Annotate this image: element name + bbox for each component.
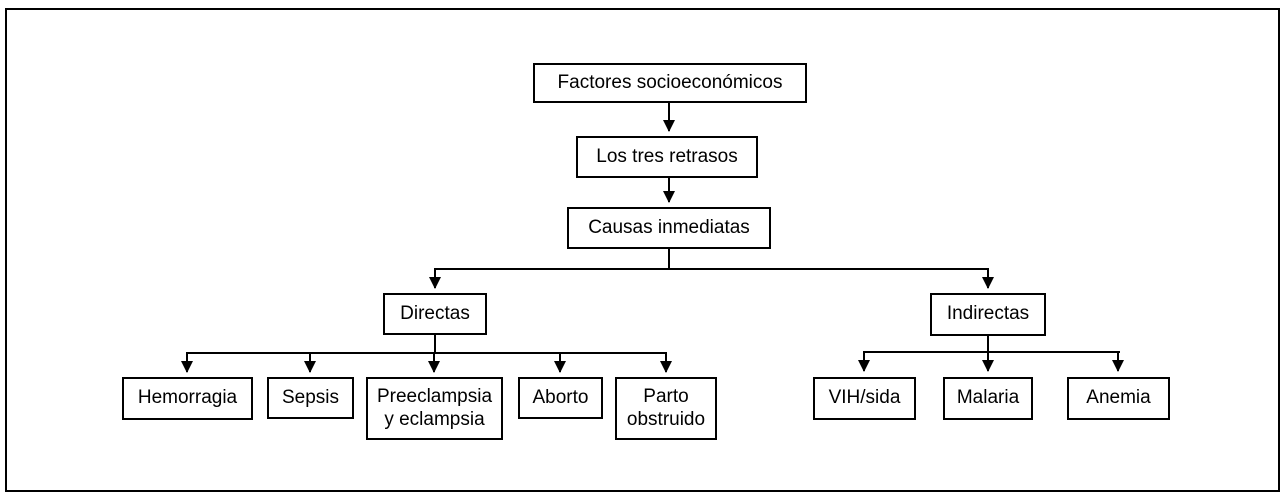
node-hemorragia: Hemorragia: [122, 377, 253, 420]
node-parto-obstruido: Parto obstruido: [615, 377, 717, 440]
node-causas-inmediatas: Causas inmediatas: [567, 207, 771, 249]
edge-directas-trunk: [186, 335, 667, 354]
node-anemia: Anemia: [1067, 377, 1170, 420]
node-preeclampsia-y-eclampsia: Preeclampsia y eclampsia: [366, 377, 503, 440]
node-aborto: Aborto: [518, 377, 603, 419]
outer-border-frame: [5, 8, 1280, 492]
node-los-tres-retrasos: Los tres retrasos: [576, 136, 758, 178]
edge-causas-trunk: [434, 249, 989, 270]
node-malaria: Malaria: [943, 377, 1033, 420]
edge-indirectas-trunk: [863, 336, 1120, 353]
node-vih-sida: VIH/sida: [813, 377, 916, 420]
node-sepsis: Sepsis: [267, 377, 354, 419]
node-indirectas: Indirectas: [930, 293, 1046, 336]
node-factores-socioeconomicos: Factores socioeconómicos: [533, 63, 807, 103]
node-directas: Directas: [383, 293, 487, 335]
